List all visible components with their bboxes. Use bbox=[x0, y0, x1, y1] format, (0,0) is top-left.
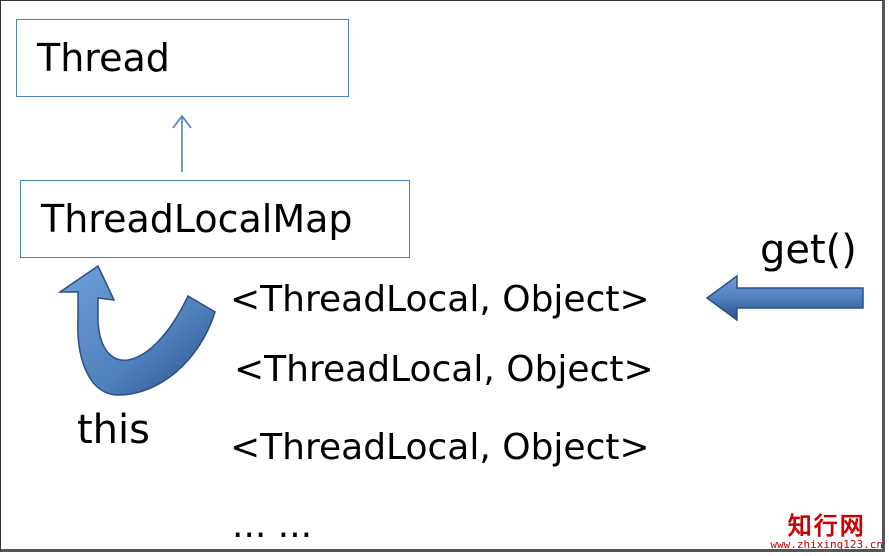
watermark: 知行网 www.zhixing123.cn bbox=[770, 511, 883, 551]
threadlocalmap-box: ThreadLocalMap bbox=[20, 180, 410, 258]
this-label: this bbox=[77, 407, 150, 453]
threadlocalmap-label: ThreadLocalMap bbox=[41, 197, 353, 241]
map-entry-ellipsis: ... ... bbox=[232, 505, 313, 546]
get-arrow bbox=[705, 274, 864, 322]
this-curved-arrow bbox=[57, 264, 216, 396]
thread-box: Thread bbox=[16, 19, 349, 97]
thread-label: Thread bbox=[37, 36, 170, 80]
map-entry: <ThreadLocal, Object> bbox=[230, 279, 650, 320]
map-entry: <ThreadLocal, Object> bbox=[234, 349, 654, 390]
watermark-title: 知行网 bbox=[787, 511, 866, 540]
get-method-label: get() bbox=[760, 227, 857, 273]
watermark-url: www.zhixing123.cn bbox=[770, 538, 883, 551]
inheritance-arrow bbox=[172, 114, 192, 172]
map-entry: <ThreadLocal, Object> bbox=[230, 427, 650, 468]
